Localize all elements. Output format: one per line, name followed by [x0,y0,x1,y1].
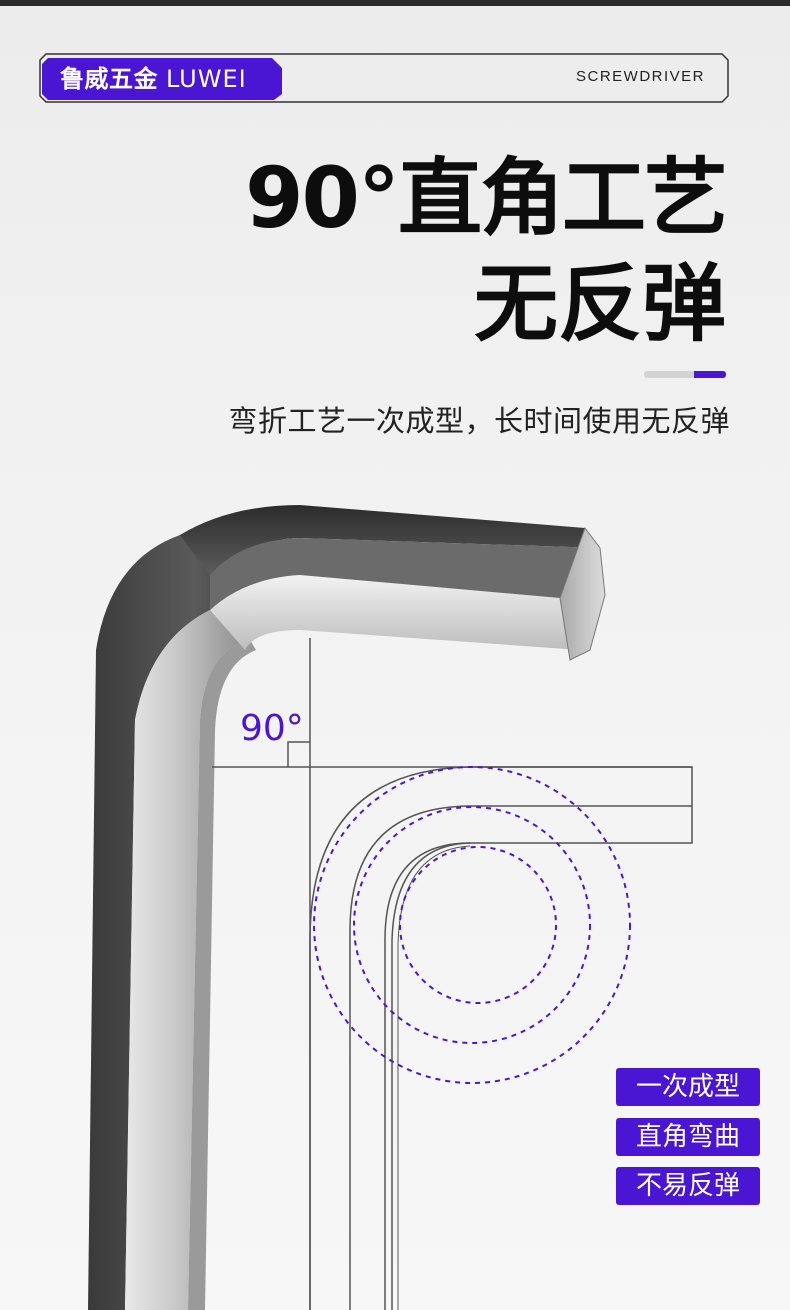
header-banner [38,52,730,104]
accent-divider [644,371,726,378]
brand-name-cn: 鲁威五金 [60,65,158,93]
accent-divider-grey [644,371,694,378]
accent-divider-purple [694,371,726,378]
angle-label: 90° [240,708,304,749]
brand-label: 鲁威五金 LUWEI [60,62,247,96]
category-label: SCREWDRIVER [575,68,705,85]
feature-tag-no-rebound: 不易反弹 [616,1167,760,1205]
brand-name-latin: LUWEI [166,65,247,93]
subtitle: 弯折工艺一次成型，长时间使用无反弹 [228,404,730,438]
header-frame [39,53,729,103]
feature-tag-one-piece: 一次成型 [616,1068,760,1106]
feature-tag-right-angle: 直角弯曲 [616,1118,760,1156]
headline-line-1: 90°直角工艺 [245,149,728,247]
headline-line-2: 无反弹 [473,255,726,353]
top-border [0,0,790,6]
